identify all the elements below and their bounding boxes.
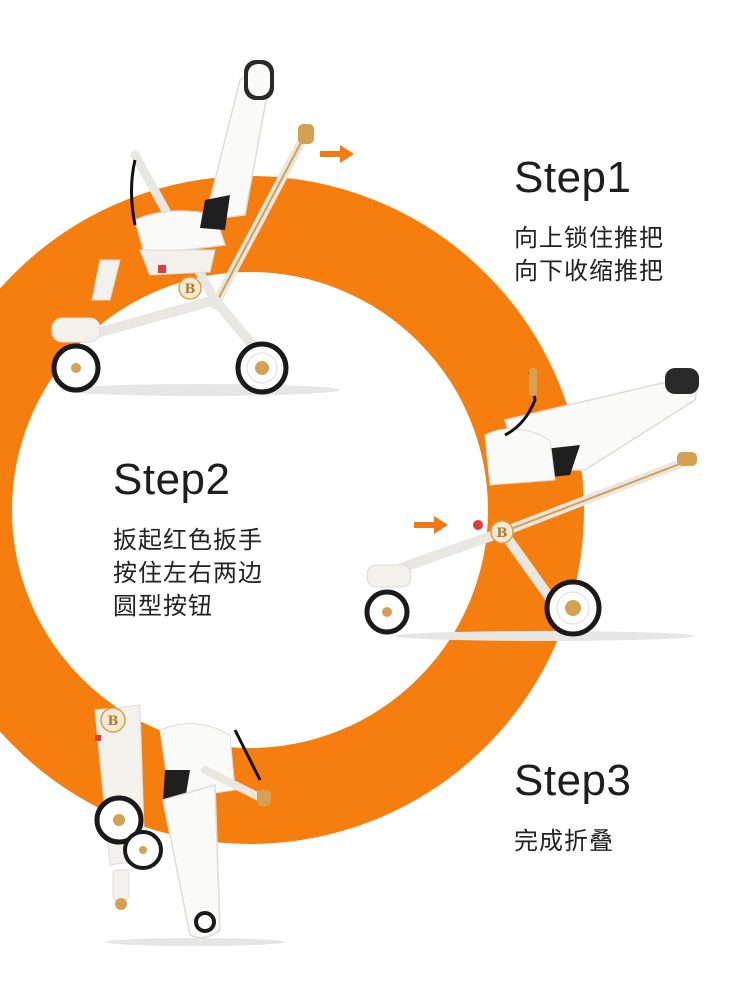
svg-text:B: B bbox=[497, 526, 508, 541]
step-1-block: Step1 向上锁住推把 向下收缩推把 bbox=[514, 156, 664, 288]
step-2-title: Step2 bbox=[113, 455, 231, 504]
stroller-folding: B bbox=[364, 368, 699, 641]
step-1-line-1: 向上锁住推把 bbox=[514, 224, 664, 252]
stroller-upright: B bbox=[51, 60, 340, 396]
step-2-line-2: 按住左右两边 bbox=[113, 559, 263, 587]
step-3-line-1: 完成折叠 bbox=[514, 827, 614, 855]
step-3-title: Step3 bbox=[514, 756, 632, 805]
step-1-line-2: 向下收缩推把 bbox=[514, 257, 664, 285]
arrow-right-icon bbox=[320, 145, 354, 163]
step-2-block: Step2 扳起红色扳手 按住左右两边 圆型按钮 bbox=[113, 458, 263, 623]
step-2-line-3: 圆型按钮 bbox=[113, 592, 213, 620]
arrow-right-icon bbox=[414, 516, 448, 534]
stroller-folding-image: B bbox=[364, 368, 699, 641]
svg-text:B: B bbox=[185, 282, 196, 297]
step-2-line-1: 扳起红色扳手 bbox=[113, 526, 263, 554]
stroller-folded-image: B bbox=[94, 704, 285, 946]
step-3-block: Step3 完成折叠 bbox=[514, 759, 631, 858]
stroller-folded: B bbox=[94, 704, 285, 946]
stroller-upright-image: B bbox=[51, 60, 340, 396]
step-1-title: Step1 bbox=[514, 153, 632, 202]
svg-text:B: B bbox=[108, 714, 119, 729]
